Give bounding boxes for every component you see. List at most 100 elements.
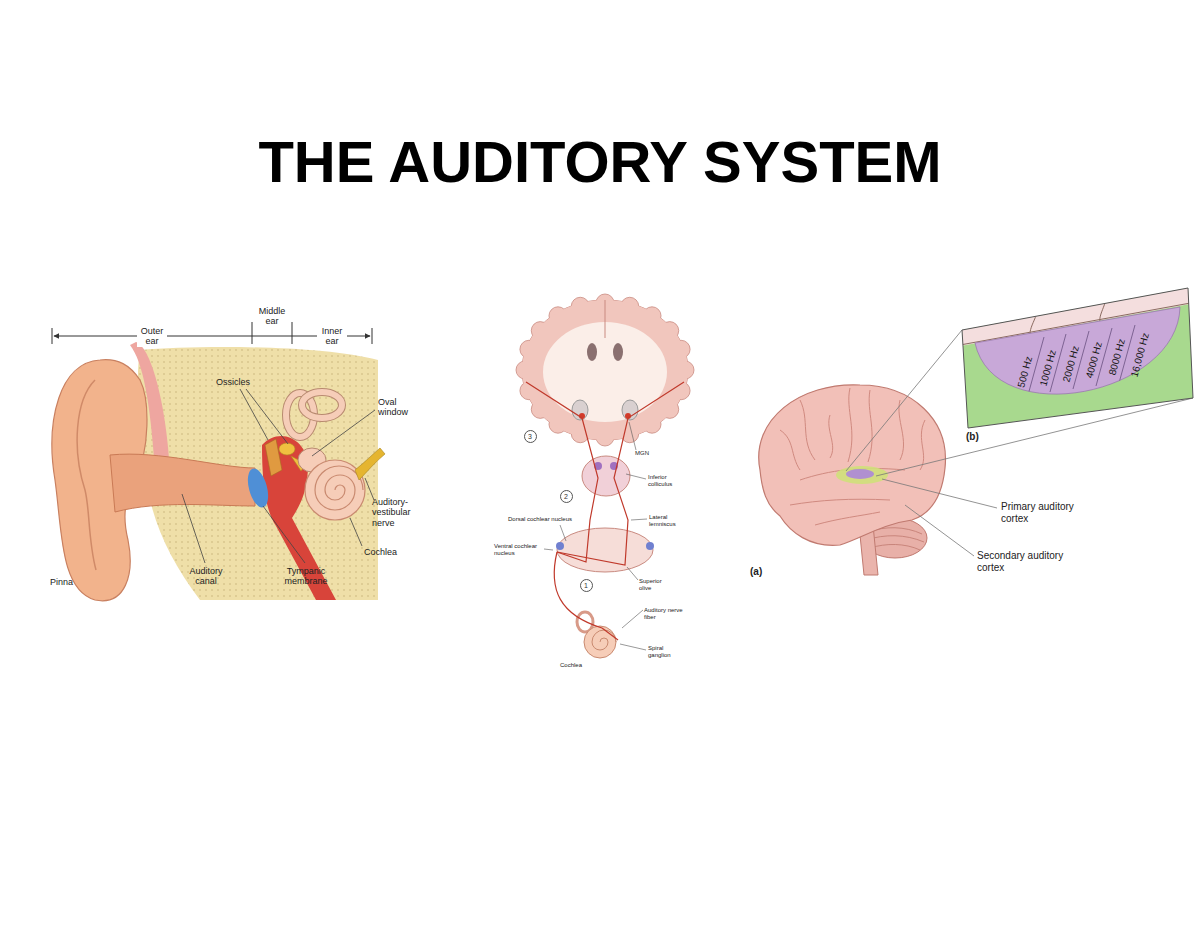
pathway-illustration-part-part <box>544 549 553 550</box>
ear-illustration-part <box>110 454 255 512</box>
step-number: 3 <box>528 433 532 440</box>
pathway-illustration-part-part <box>560 525 566 541</box>
ear-illustration-part-part <box>312 410 375 456</box>
pathway-illustration-part-part <box>620 644 646 650</box>
ear-illustration-part-part <box>240 389 268 440</box>
pathway-illustration-part <box>605 300 606 338</box>
pathway-illustration-part <box>522 300 688 440</box>
ear-illustration-part <box>252 322 253 344</box>
ear-illustration-part-part <box>350 518 362 546</box>
pathway-illustration-part <box>587 343 597 361</box>
brain-illustration-part-part <box>780 430 800 470</box>
region-label: Middle ear <box>257 306 287 327</box>
structure-label: Inferior colliculus <box>648 474 688 488</box>
ear-illustration-part <box>302 392 342 418</box>
pathway-illustration-part <box>516 294 694 446</box>
pathway-illustration-part-part <box>627 567 638 580</box>
ear-illustration-part <box>244 466 272 509</box>
ear-illustration-part-part <box>246 389 288 444</box>
pathway-illustration-part <box>582 456 630 496</box>
brain-illustration-part-part-part <box>1100 280 1107 322</box>
pathway-illustration-part-part <box>602 628 618 640</box>
structure-label: Spiral ganglion <box>648 645 683 659</box>
ear-illustration-part <box>292 322 293 344</box>
pathway-illustration-part-part <box>626 474 646 479</box>
region-label: Outer ear <box>137 326 167 347</box>
pathway-illustration-part <box>592 630 616 650</box>
pathway-illustration-part <box>544 422 647 650</box>
brain-illustration-part-part <box>899 400 904 460</box>
brain-illustration-part-part <box>870 544 920 550</box>
brain-illustration-part-part <box>815 512 880 525</box>
step-circle: 2 <box>560 490 573 503</box>
step-circle: 1 <box>580 579 593 592</box>
brain-illustration-part-part <box>829 415 833 458</box>
brain-illustration-part <box>780 388 925 525</box>
brain-illustration-part-part <box>975 307 1180 394</box>
structure-label: Ventral cochlear nucleus <box>494 543 544 557</box>
pathway-illustration-part <box>557 528 653 572</box>
brain-illustration-part-part <box>790 499 890 505</box>
page-title: THE AUDITORY SYSTEM <box>0 133 1200 191</box>
pathway-illustration <box>516 294 694 658</box>
part-label: Secondary auditory cortex <box>977 550 1081 573</box>
brain-illustration-part <box>962 288 1193 428</box>
brain-illustration-part-part <box>882 479 997 508</box>
ear-illustration-part <box>302 392 342 418</box>
structure-label: Superior olive <box>639 578 669 592</box>
ear-illustration-part <box>355 448 385 480</box>
step-number: 1 <box>584 582 588 589</box>
part-label: Oval window <box>378 397 414 418</box>
part-label: Ossicles <box>208 377 258 387</box>
brain-illustration-part-part <box>846 330 962 471</box>
ear-illustration-part-part <box>182 494 205 563</box>
brain-illustration-part-part <box>1028 325 1135 395</box>
step-circle: 3 <box>524 430 537 443</box>
brain-illustration-part-part <box>905 505 974 556</box>
pathway-illustration-part-part <box>557 382 684 565</box>
panel-letter: (a) <box>750 566 762 578</box>
brain-illustration-part-part <box>800 400 815 460</box>
panel-letter: (b) <box>966 431 979 443</box>
part-label: Auditory-vestibular nerve <box>372 497 420 528</box>
pathway-illustration-part <box>556 542 564 550</box>
part-label: Tympanic membrane <box>280 566 332 587</box>
ear-illustration-part-part <box>365 478 374 500</box>
ear-illustration-part <box>77 380 96 570</box>
ear-illustration-part <box>265 439 282 476</box>
region-label: Inner ear <box>317 326 347 347</box>
part-label: Cochlea <box>364 547 397 557</box>
ear-illustration-part <box>52 328 53 344</box>
brain-illustration-part-part <box>848 388 852 462</box>
pathway-illustration-part <box>526 382 684 640</box>
brain-illustration-part <box>960 200 1196 435</box>
ear-illustration-part <box>279 443 295 455</box>
ear-illustration-part <box>372 328 373 344</box>
structure-label: Lateral lemniscus <box>649 514 689 528</box>
step-number: 2 <box>564 493 568 500</box>
brain-illustration-part-part <box>920 420 925 470</box>
pathway-illustration-part <box>613 343 623 361</box>
structure-label: Dorsal cochlear nucleus <box>508 516 572 523</box>
ear-illustration <box>52 322 385 601</box>
brain-illustration-part <box>759 385 946 546</box>
pathway-illustration-part <box>584 626 616 658</box>
pathway-illustration-part <box>522 300 688 440</box>
pathway-illustration-part-part <box>554 552 602 628</box>
ear-illustration-part <box>182 389 375 563</box>
brain-illustration-part-part-part <box>1030 290 1038 334</box>
pathway-illustration-part-part <box>629 422 636 450</box>
brain-illustration-part <box>846 469 874 479</box>
structure-label: MGN <box>635 450 649 457</box>
pathway-illustration-part-part <box>526 382 598 562</box>
brain-illustration <box>759 200 1196 575</box>
structure-label: Auditory nerve fiber <box>644 607 689 621</box>
ear-illustration-part-part <box>263 506 305 563</box>
pathway-illustration-part-part <box>631 519 647 520</box>
pathway-illustration-part-part <box>622 610 643 628</box>
part-label: Auditory canal <box>184 566 228 587</box>
brain-illustration-part-part <box>868 390 872 462</box>
structure-label: Cochlea <box>560 662 582 669</box>
part-label: Primary auditory cortex <box>1001 501 1093 524</box>
pathway-illustration-part <box>646 542 654 550</box>
